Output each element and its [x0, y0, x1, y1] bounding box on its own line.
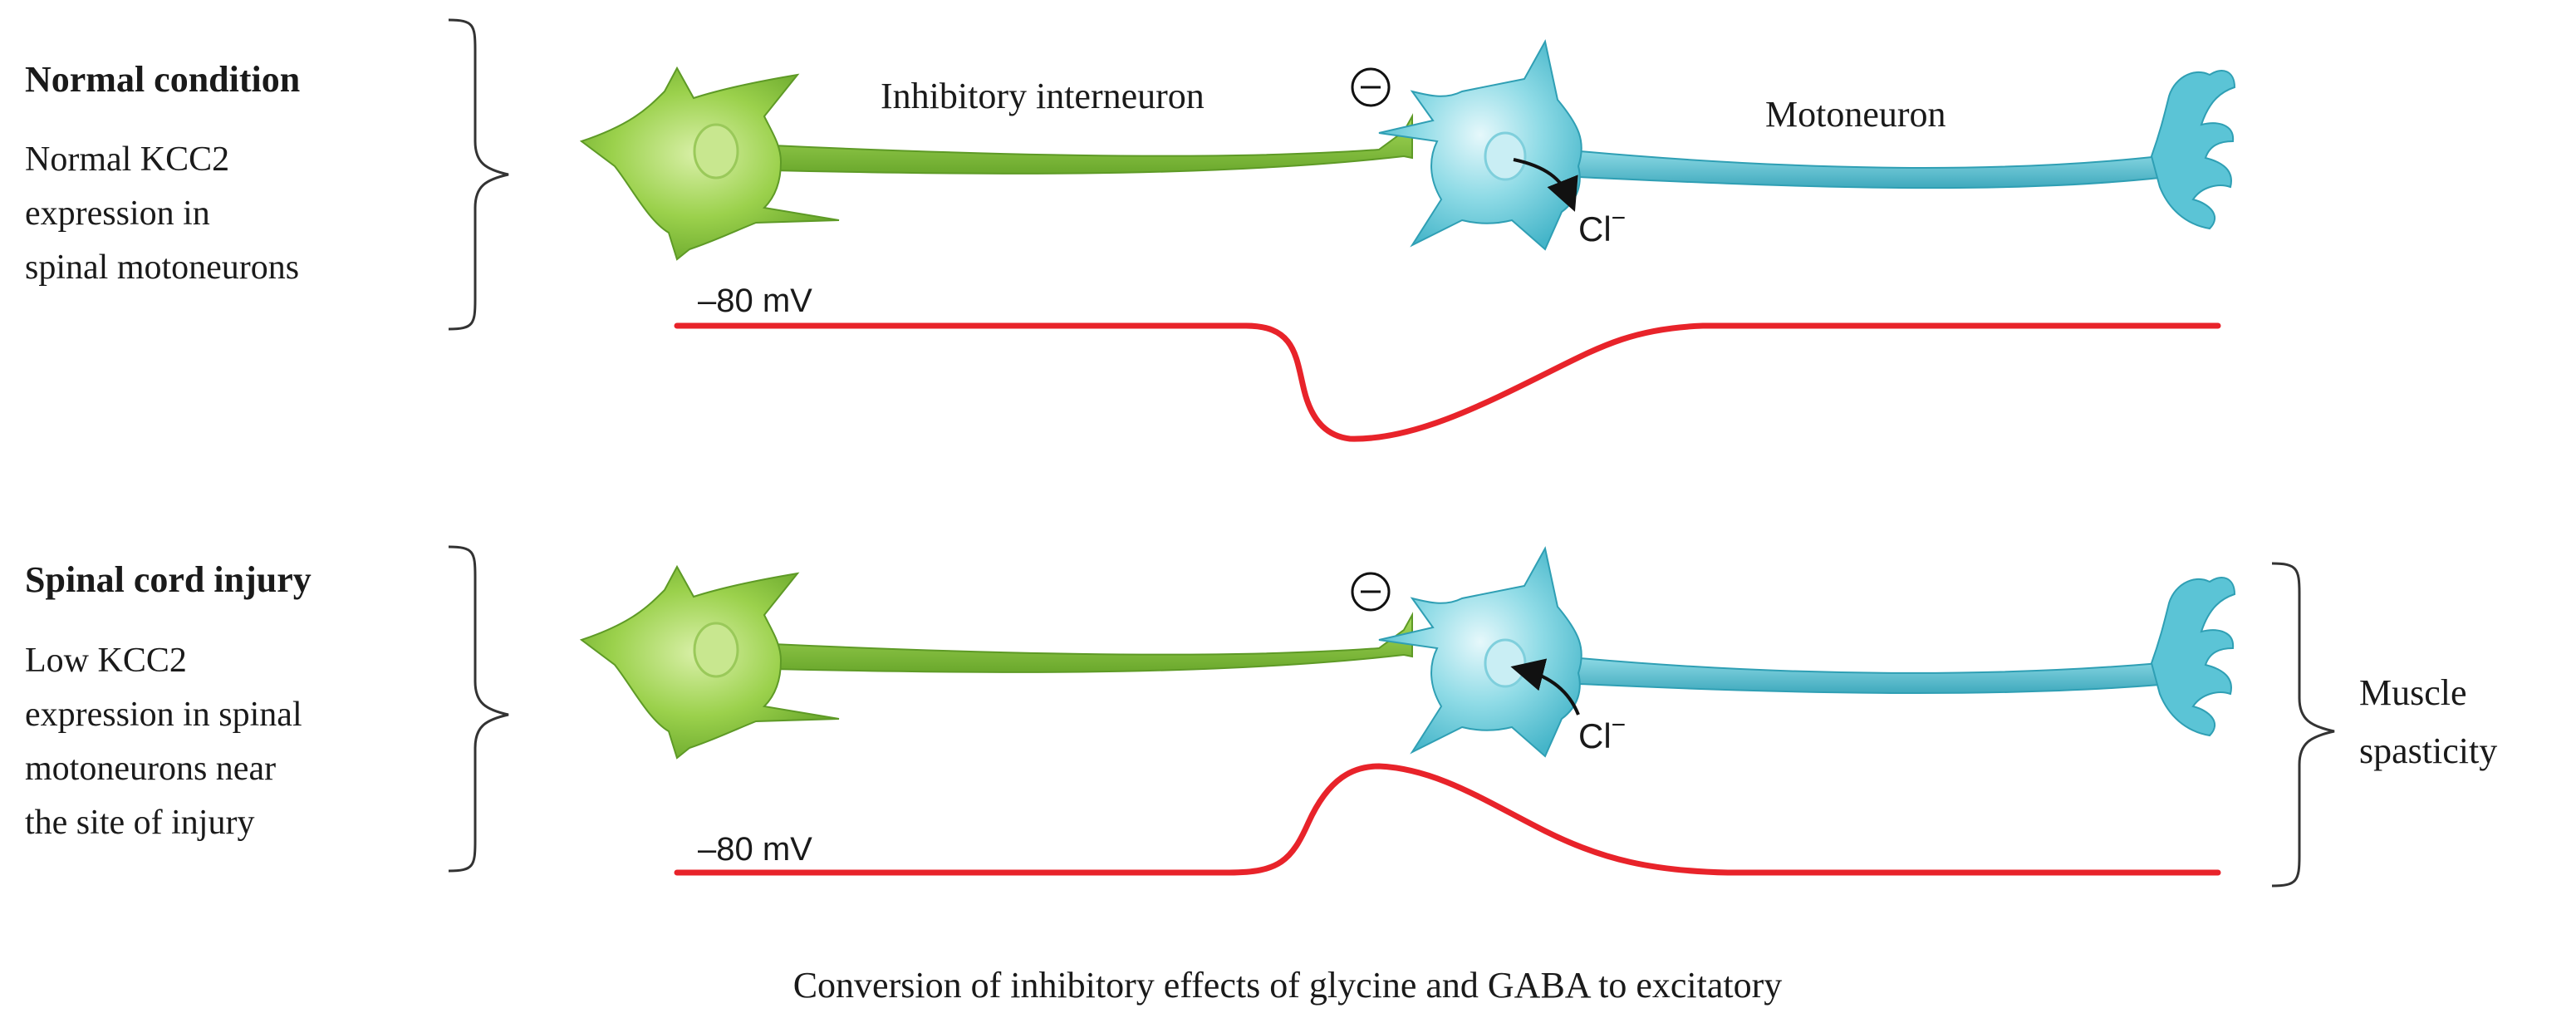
membrane-trace-depolarizing [674, 763, 2221, 876]
chloride-label: Cl− [1578, 711, 1626, 755]
voltage-label: –80 mV [698, 283, 812, 319]
panel-spinal-cord-injury: Spinal cord injury Low KCC2 expression i… [25, 545, 2497, 888]
injury-heading: Spinal cord injury [25, 559, 312, 600]
motoneuron-nucleus [1484, 638, 1527, 688]
injury-description-line: Low KCC2 [25, 642, 187, 680]
motoneuron-terminal [2150, 577, 2236, 737]
curved-arrow-icon [1513, 158, 1578, 212]
interneuron-nucleus [693, 123, 739, 180]
outcome-line: Muscle [2359, 672, 2467, 713]
normal-description-line: expression in [25, 194, 210, 233]
normal-description-line: spinal motoneurons [25, 248, 299, 287]
normal-description: Normal KCC2 expression in spinal motoneu… [25, 140, 299, 287]
chloride-charge: − [1612, 204, 1627, 232]
outcome-text: Muscle spasticity [2359, 672, 2497, 771]
injury-description-line: motoneurons near [25, 750, 276, 788]
motoneuron-axon [1561, 148, 2161, 189]
injury-description-line: the site of injury [25, 804, 254, 842]
motoneuron-nucleus [1484, 131, 1527, 181]
normal-condition-heading: Normal condition [25, 59, 300, 100]
chloride-label: Cl− [1578, 204, 1626, 248]
membrane-trace-hyperpolarizing [674, 322, 2221, 442]
chloride-ion: Cl [1578, 209, 1612, 248]
figure-caption: Conversion of inhibitory effects of glyc… [793, 965, 1783, 1006]
motoneuron-terminal [2150, 70, 2236, 230]
top-left-brace [448, 18, 509, 331]
motoneuron-axon [1561, 655, 2161, 695]
interneuron-nucleus [693, 622, 739, 678]
circled-minus-icon [1351, 572, 1391, 612]
injury-description: Low KCC2 expression in spinal motoneuron… [25, 642, 311, 842]
interneuron-axon [772, 113, 1413, 175]
normal-description-line: Normal KCC2 [25, 140, 229, 179]
injury-description-line: expression in spinal [25, 696, 302, 734]
bottom-left-brace [448, 545, 509, 873]
motoneuron-label: Motoneuron [1765, 94, 1946, 135]
motoneuron-top [1378, 39, 2236, 251]
motoneuron-bottom [1378, 546, 2236, 758]
outcome-line: spasticity [2359, 730, 2497, 771]
voltage-label: –80 mV [698, 831, 812, 868]
interneuron-axon [772, 612, 1413, 673]
chloride-charge: − [1612, 711, 1627, 739]
curved-arrow-icon [1510, 658, 1580, 716]
circled-minus-icon [1351, 67, 1391, 107]
chloride-ion: Cl [1578, 716, 1612, 755]
panel-normal-condition: Normal condition Normal KCC2 expression … [25, 18, 2236, 442]
interneuron-bottom [579, 564, 1413, 760]
right-brace [2271, 562, 2335, 888]
interneuron-label: Inhibitory interneuron [881, 76, 1205, 116]
